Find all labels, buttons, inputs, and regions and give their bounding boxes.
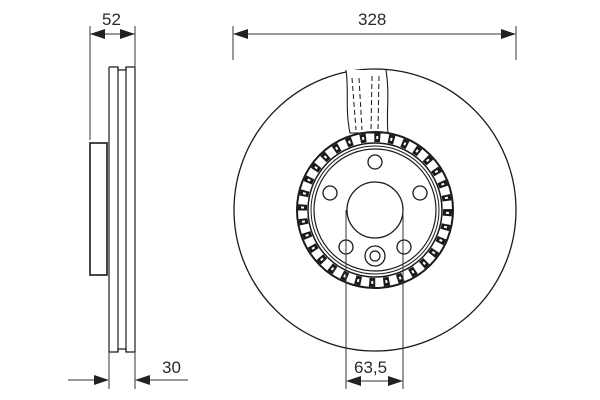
outer-diameter-label: 328 <box>358 10 387 29</box>
dimension-outer-diameter <box>232 26 517 60</box>
dimension-center-bore <box>345 210 404 389</box>
side-view <box>89 66 136 353</box>
thickness-label: 52 <box>102 10 121 29</box>
dimension-min-thickness <box>68 352 188 389</box>
dimension-thickness <box>89 26 136 140</box>
min-thickness-label: 30 <box>162 358 181 377</box>
center-bore-label: 63,5 <box>354 358 388 377</box>
front-view <box>233 68 517 352</box>
